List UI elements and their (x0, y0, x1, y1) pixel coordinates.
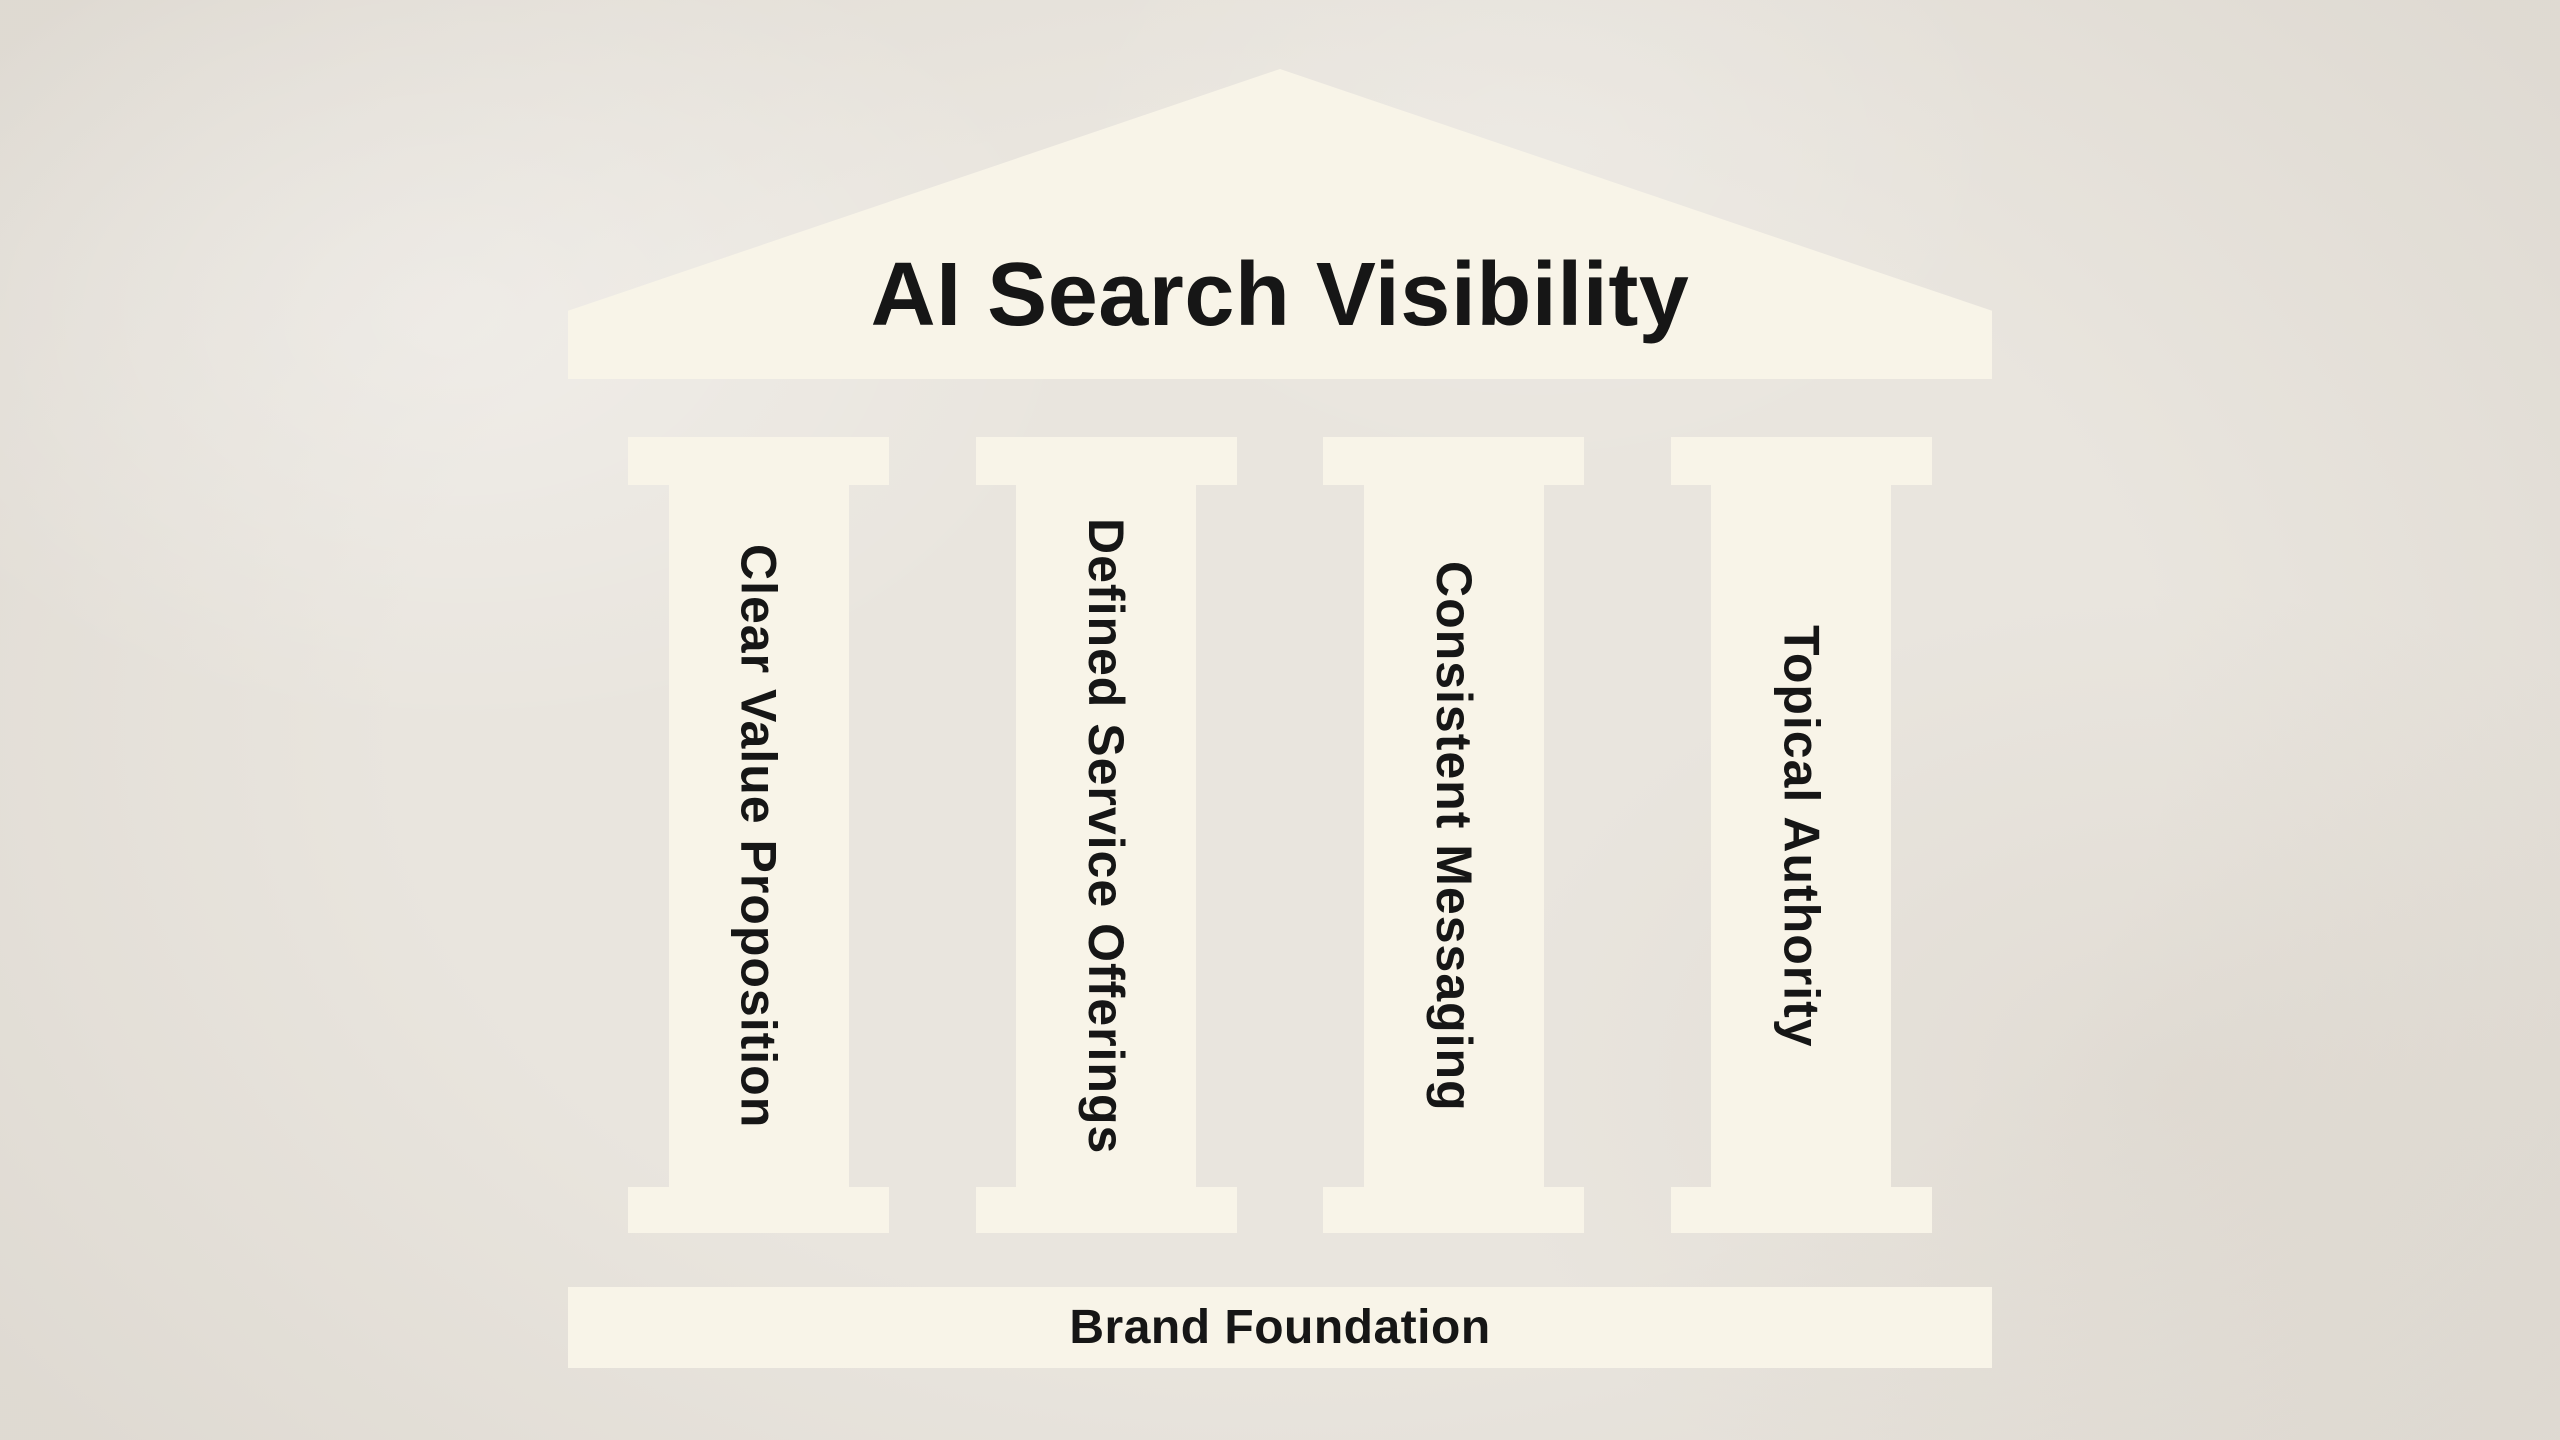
pillar-base (975, 1187, 1237, 1233)
pillar-label: Topical Authority (1773, 624, 1830, 1048)
pillar-consistent-messaging: Consistent Messaging (1323, 437, 1585, 1233)
pillar-capital (1670, 437, 1932, 485)
pediment: AI Search Visibility (568, 69, 1992, 379)
pillar-label: Clear Value Proposition (730, 543, 787, 1129)
pillar-base (1670, 1187, 1932, 1233)
pillar-base (1323, 1187, 1585, 1233)
foundation-bar: Brand Foundation (568, 1287, 1992, 1368)
pillar-shaft: Topical Authority (1711, 485, 1892, 1187)
pillar-shaft: Clear Value Proposition (668, 485, 849, 1187)
diagram-title: AI Search Visibility (870, 245, 1690, 345)
pillar-shaft: Defined Service Offerings (1016, 485, 1197, 1187)
foundation-label: Brand Foundation (1069, 1301, 1491, 1354)
pillar-clear-value-proposition: Clear Value Proposition (628, 437, 889, 1233)
pillars-row: Clear Value Proposition Defined Service … (568, 437, 1992, 1233)
pillar-topical-authority: Topical Authority (1670, 437, 1932, 1233)
pillar-shaft: Consistent Messaging (1363, 485, 1544, 1187)
pillar-capital (628, 437, 889, 485)
pillar-capital (1323, 437, 1585, 485)
pillar-label: Consistent Messaging (1425, 560, 1482, 1112)
pillar-label: Defined Service Offerings (1078, 517, 1135, 1155)
pillar-capital (975, 437, 1237, 485)
pillar-base (628, 1187, 889, 1233)
pillar-defined-service-offerings: Defined Service Offerings (975, 437, 1237, 1233)
